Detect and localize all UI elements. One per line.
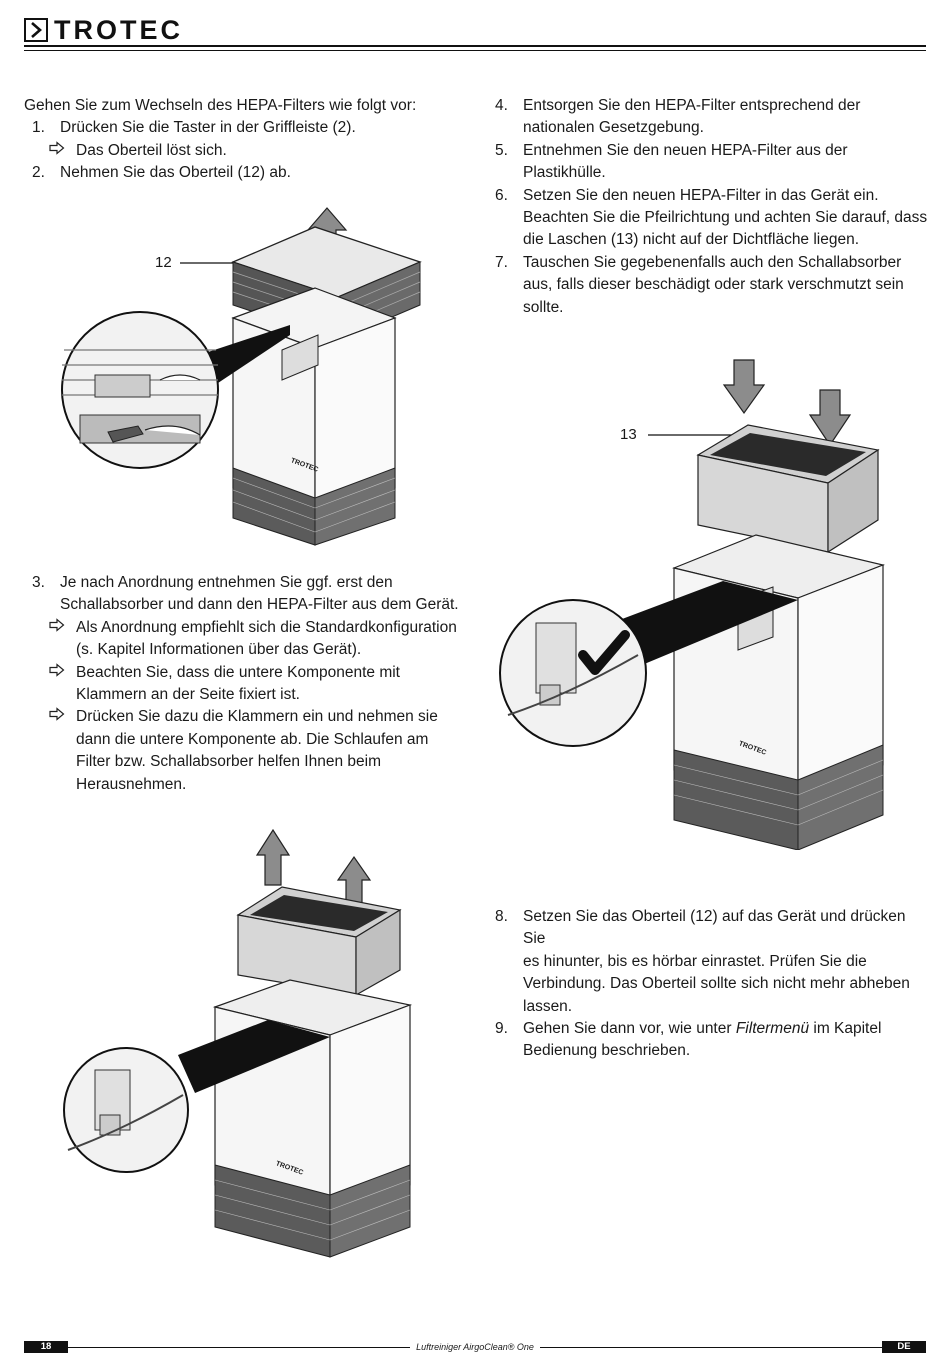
callout-12: 12 — [155, 254, 172, 271]
page-number: 18 — [24, 1341, 68, 1353]
note-text: (s. Kapitel Informationen über das Gerät… — [76, 641, 362, 659]
step-1-result: Das Oberteil löst sich. — [49, 140, 464, 162]
step-text: die Laschen (13) nicht auf der Dichtfläc… — [523, 231, 860, 249]
header-rule — [24, 45, 926, 47]
right-bottom-text: 8. Setzen Sie das Oberteil (12) auf das … — [495, 906, 930, 1063]
step-text: Schallabsorber und dann den HEPA-Filter … — [60, 596, 459, 614]
step-number: 6. — [495, 186, 508, 204]
footer-title-text: Luftreiniger AirgoClean® One — [410, 1342, 540, 1352]
step-number: 3. — [32, 574, 45, 591]
step-number: 5. — [495, 141, 508, 159]
page-footer: 18 Luftreiniger AirgoClean® One DE — [24, 1341, 926, 1353]
step-8: 8. Setzen Sie das Oberteil (12) auf das … — [495, 906, 930, 1018]
step-4: 4. Entsorgen Sie den HEPA-Filter entspre… — [495, 95, 930, 140]
result-arrow-icon — [49, 707, 65, 722]
step-text: nationalen Gesetzgebung. — [523, 119, 704, 137]
step-number: 7. — [495, 253, 508, 271]
device-illustration — [499, 359, 886, 851]
step-text: Setzen Sie das Oberteil (12) auf das Ger… — [523, 908, 906, 948]
step-number: 8. — [495, 908, 508, 925]
step-text: Tauschen Sie gegebenenfalls auch den Sch… — [523, 253, 902, 271]
note-text: Klammern an der Seite fixiert ist. — [76, 686, 300, 704]
figure-remove-filter: TROTEC — [60, 825, 420, 1260]
page-header: TROTEC — [24, 16, 926, 52]
figure-remove-top: 12 TROTEC — [50, 200, 450, 550]
intro-text: Gehen Sie zum Wechseln des HEPA-Filters … — [24, 97, 417, 114]
step-text: Drücken Sie die Taster in der Griffleist… — [60, 119, 356, 137]
header-rule-thin — [24, 50, 926, 51]
step-text: lassen. — [523, 997, 573, 1015]
note-text: Drücken Sie dazu die Klammern ein und ne… — [76, 708, 438, 726]
left-top-text: Gehen Sie zum Wechseln des HEPA-Filters … — [24, 95, 464, 185]
step-3-note-1: Als Anordnung empfiehlt sich die Standar… — [49, 617, 474, 662]
step-3: 3. Je nach Anordnung entnehmen Sie ggf. … — [32, 572, 474, 617]
step-6: 6. Setzen Sie den neuen HEPA-Filter in d… — [495, 185, 930, 252]
step-text: Entsorgen Sie den HEPA-Filter entspreche… — [523, 97, 861, 114]
step-text: sollte. — [523, 298, 564, 316]
step-text-part: im Kapitel — [809, 1020, 882, 1038]
callout-13: 13 — [620, 426, 637, 443]
step-1: 1. Drücken Sie die Taster in der Griffle… — [32, 117, 464, 139]
step-text: Bedienung beschrieben. — [523, 1042, 691, 1060]
footer-title: Luftreiniger AirgoClean® One — [24, 1341, 926, 1353]
logo-chevron-icon — [24, 18, 48, 42]
step-5: 5. Entnehmen Sie den neuen HEPA-Filter a… — [495, 140, 930, 185]
step-text: Entnehmen Sie den neuen HEPA-Filter aus … — [523, 141, 848, 182]
step-text: Je nach Anordnung entnehmen Sie ggf. ers… — [60, 574, 393, 591]
step-text: Nehmen Sie das Oberteil (12) ab. — [60, 164, 291, 182]
result-arrow-icon — [49, 662, 65, 677]
menu-reference: Filtermenü — [735, 1020, 810, 1038]
note-text: Filter bzw. Schallabsorber helfen Ihnen … — [76, 753, 381, 771]
result-arrow-icon — [49, 618, 65, 632]
step-text-part: Gehen Sie dann vor, wie unter — [523, 1020, 736, 1038]
language-code: DE — [882, 1341, 926, 1353]
note-text: Herausnehmen. — [76, 775, 187, 793]
step-9: 9. Gehen Sie dann vor, wie unter Filterm… — [495, 1018, 930, 1063]
result-text: Das Oberteil löst sich. — [76, 141, 227, 159]
step-7: 7. Tauschen Sie gegebenenfalls auch den … — [495, 252, 930, 319]
step-text: es hinunter, bis es hörbar einrastet. Pr… — [523, 952, 867, 970]
note-text: Beachten Sie, dass die untere Komponente… — [76, 663, 400, 681]
step-text: Gehen Sie dann vor, wie unter Filtermenü… — [523, 1018, 930, 1040]
right-top-text: 4. Entsorgen Sie den HEPA-Filter entspre… — [495, 95, 930, 319]
brand-name: TROTEC — [54, 15, 183, 45]
result-arrow-icon — [49, 141, 65, 155]
trotec-logo: TROTEC — [24, 16, 183, 44]
step-text: Verbindung. Das Oberteil sollte sich nic… — [523, 975, 910, 993]
left-mid-text: 3. Je nach Anordnung entnehmen Sie ggf. … — [24, 572, 474, 796]
note-text: Als Anordnung empfiehlt sich die Standar… — [76, 618, 457, 636]
step-number: 2. — [32, 164, 45, 182]
device-illustration — [61, 207, 422, 546]
step-text: aus, falls dieser beschädigt oder stark … — [523, 276, 904, 294]
step-3-note-2: Beachten Sie, dass die untere Komponente… — [49, 662, 474, 707]
step-3-note-3: Drücken Sie dazu die Klammern ein und ne… — [49, 706, 474, 796]
step-number: 9. — [495, 1020, 508, 1038]
figure-insert-filter: 13 TROTEC — [498, 355, 918, 851]
step-number: 4. — [495, 97, 508, 114]
step-2: 2. Nehmen Sie das Oberteil (12) ab. — [32, 162, 464, 184]
checkmark-icon — [578, 630, 630, 675]
step-text: Setzen Sie den neuen HEPA-Filter in das … — [523, 186, 879, 204]
step-text: Beachten Sie die Pfeilrichtung und achte… — [523, 209, 928, 227]
note-text: dann die untere Komponente ab. Die Schla… — [76, 730, 429, 748]
step-number: 1. — [32, 119, 45, 137]
device-illustration — [63, 828, 413, 1258]
